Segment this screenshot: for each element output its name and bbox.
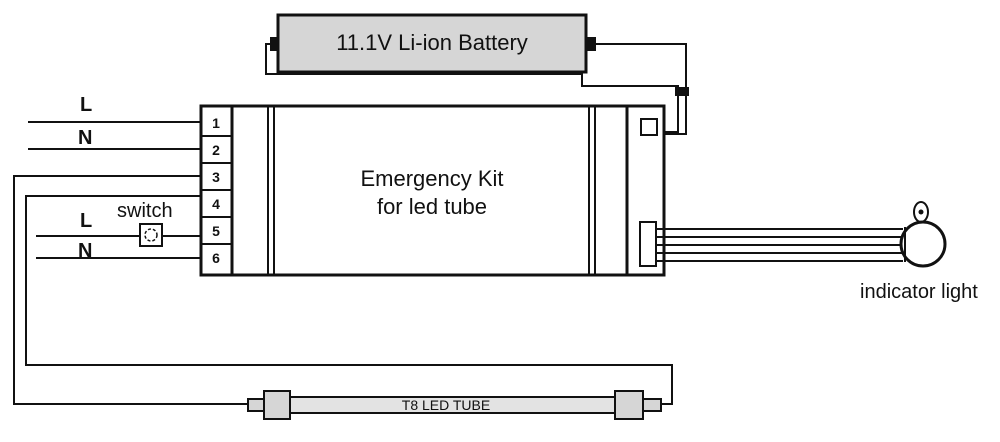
terminal-3: 3 [212,169,220,185]
battery-connector [675,87,689,96]
wire-terminal-4 [25,195,673,405]
tube-label: T8 LED TUBE [402,397,490,413]
terminal-1: 1 [212,115,220,131]
label-l-top: L [80,94,92,116]
led-tube: T8 LED TUBE [247,390,662,420]
indicator-wires [656,228,905,262]
label-n-top: N [78,127,92,149]
wire-terminal-3 [13,175,248,405]
battery-right-plug [586,37,596,51]
terminal-2: 2 [212,142,220,158]
input-wires [13,121,673,405]
battery-wire-negative [265,43,679,133]
battery-port [640,118,658,136]
switch: switch [117,200,173,247]
emergency-kit: Emergency Kit for led tube [199,104,666,277]
battery-left-plug [270,37,279,51]
label-l-bottom: L [80,210,92,232]
battery: 11.1V Li-ion Battery [270,13,596,74]
kit-body [199,104,666,277]
indicator-label: indicator light [860,281,978,303]
switch-label: switch [117,200,173,222]
indicator-lamp-icon [899,220,947,268]
kit-label-line2: for led tube [377,194,487,219]
terminal-block: 1 2 3 4 5 6 [201,115,232,266]
terminal-4: 4 [212,196,220,212]
indicator-port [639,221,657,267]
label-n-bottom: N [78,240,92,262]
terminal-6: 6 [212,250,220,266]
indicator-light: indicator light [656,201,978,303]
switch-icon [139,223,163,247]
battery-label: 11.1V Li-ion Battery [336,30,528,55]
kit-label-line1: Emergency Kit [360,166,503,191]
terminal-5: 5 [212,223,220,239]
